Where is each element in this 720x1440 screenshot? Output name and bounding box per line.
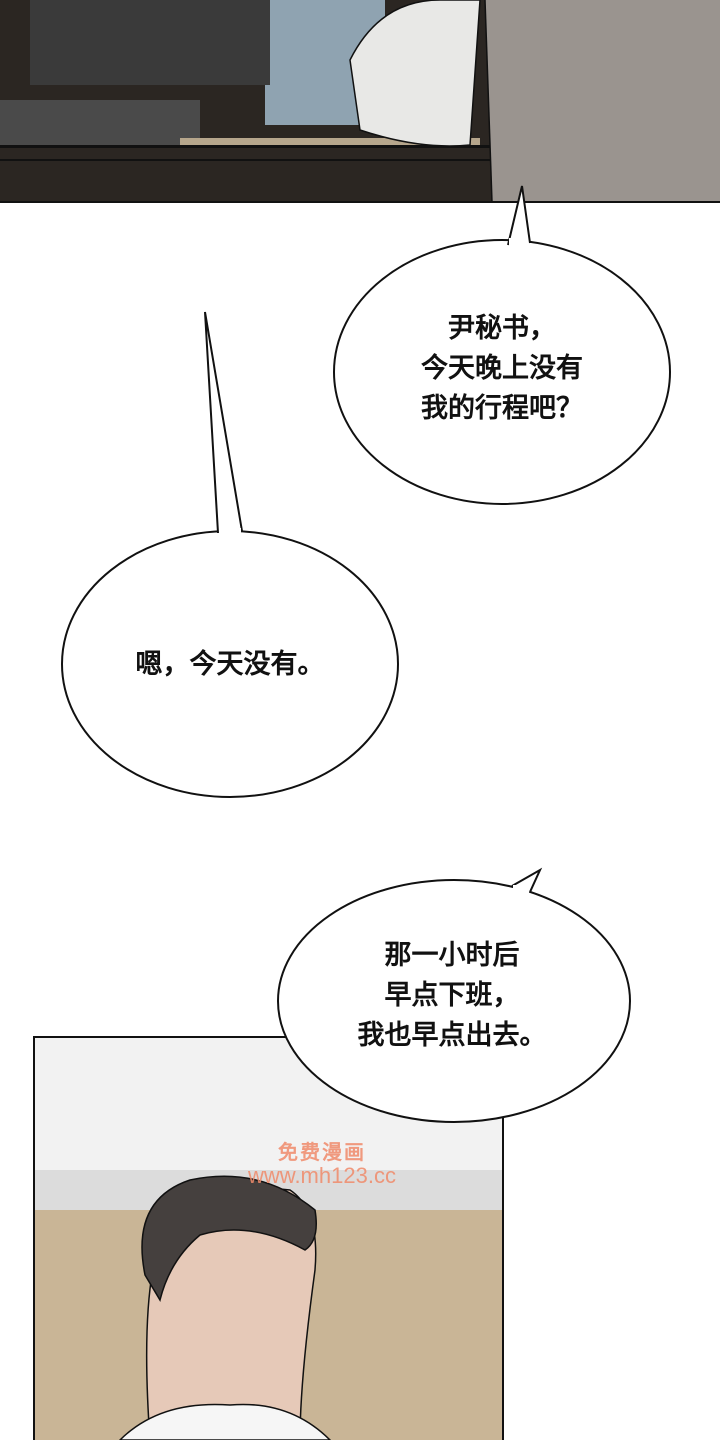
bubble-3-text: 那一小时后 早点下班， 我也早点出去。 bbox=[322, 936, 582, 1056]
dialogue-line: 我的行程吧？ bbox=[421, 393, 583, 424]
dialogue-line: 早点下班， bbox=[384, 980, 520, 1011]
dialogue-line: 今天晚上没有 bbox=[421, 353, 583, 384]
dialogue-line: 尹秘书， bbox=[448, 313, 556, 344]
watermark: 免费漫画 www.mh123.cc bbox=[248, 1136, 396, 1187]
bubble-2-text: 嗯，今天没有。 bbox=[110, 645, 350, 685]
top-panel bbox=[0, 0, 720, 203]
speech-bubble-3 bbox=[277, 867, 631, 1123]
bubble-1-text: 尹秘书， 今天晚上没有 我的行程吧？ bbox=[382, 309, 622, 429]
speech-bubble-2 bbox=[61, 311, 399, 798]
watermark-url: www.mh123.cc bbox=[248, 1163, 396, 1188]
bottom-panel bbox=[33, 1036, 504, 1440]
watermark-title: 免费漫画 bbox=[277, 1142, 366, 1164]
dialogue-line: 那一小时后 bbox=[384, 940, 520, 971]
dialogue-line: 我也早点出去。 bbox=[357, 1020, 547, 1051]
dialogue-line: 嗯，今天没有。 bbox=[135, 649, 325, 680]
speech-bubble-1 bbox=[333, 185, 671, 505]
